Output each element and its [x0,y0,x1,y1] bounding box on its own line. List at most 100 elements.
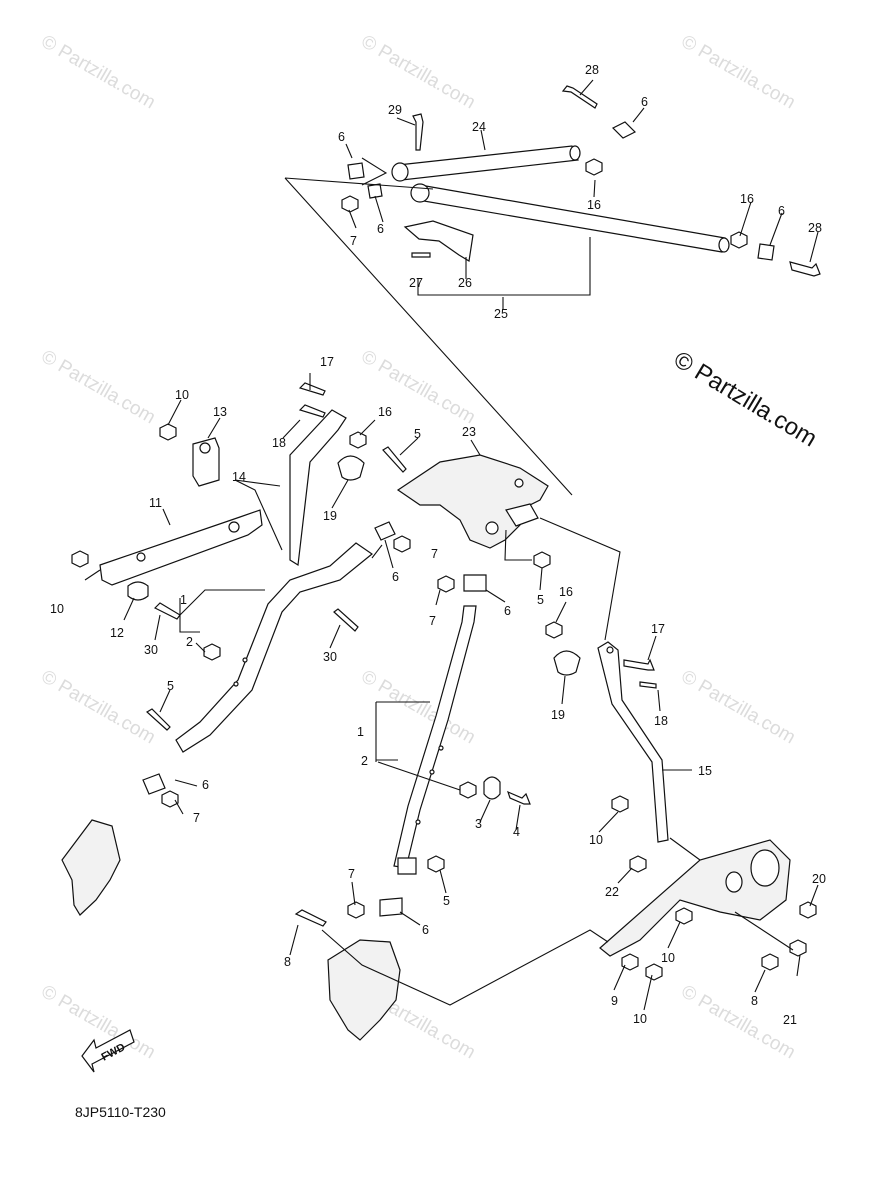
bolt-18[interactable] [298,404,326,418]
callout-25: 25 [494,307,508,321]
clamp-19[interactable] [553,650,581,676]
bolt-17[interactable] [623,658,655,671]
bolt-30[interactable] [153,602,181,620]
callout-7: 7 [429,614,436,628]
callout-triangle [284,177,573,496]
watermark: © Partzilla.com [38,31,159,113]
leader-lines-frame [289,924,609,1006]
callout-5: 5 [537,593,544,607]
callout-12: 12 [110,626,124,640]
leader-lines-left [84,373,419,649]
leader-lines-15 [555,601,701,861]
bolt-8[interactable] [761,953,779,971]
watermark: © Partzilla.com [38,346,159,428]
bolt-18[interactable] [639,681,657,689]
frame-pieces [61,819,609,1041]
bolt-20[interactable] [799,901,817,919]
nut-10[interactable] [71,550,89,568]
nut-5[interactable] [533,551,551,569]
grommet-2[interactable] [459,781,477,799]
callout-7: 7 [348,867,355,881]
bar-24-end [391,162,409,182]
watermark: © Partzilla.com [678,981,799,1063]
nut-7[interactable] [437,575,455,593]
callout-21: 21 [783,1013,797,1027]
bolt-5[interactable] [382,446,407,473]
callout-22: 22 [605,885,619,899]
clamp-12[interactable] [127,581,149,601]
callout-5: 5 [443,894,450,908]
bolt-5[interactable] [427,855,445,873]
nut-16[interactable] [545,621,563,639]
hole [750,849,780,887]
bracket-26[interactable] [403,220,474,262]
callout-17: 17 [320,355,334,369]
bracket-13[interactable] [192,437,220,487]
callout-10: 10 [589,833,603,847]
bracket-23-tab[interactable] [505,503,539,527]
callout-20: 20 [812,872,826,886]
bolt-29[interactable] [412,113,424,151]
nut-22[interactable] [629,855,647,873]
nut-10[interactable] [159,423,177,441]
bolt-17[interactable] [298,382,326,396]
nut-7[interactable] [347,901,365,919]
callout-labels: 28 6 29 24 6 16 7 6 16 6 28 27 26 25 17 … [50,63,826,1027]
clamp-6[interactable] [379,897,403,917]
bolt-28[interactable] [789,261,821,277]
clamp-6[interactable] [463,574,487,592]
bar-assembly-top [284,79,821,496]
washer-9[interactable] [621,953,639,971]
clamp-6[interactable] [757,243,775,261]
bracket-15[interactable] [597,641,669,843]
callout-7: 7 [193,811,200,825]
grommet-2[interactable] [203,643,221,661]
clamp-6[interactable] [142,773,166,795]
screw-27[interactable] [411,252,431,258]
watermark: © Partzilla.com [678,31,799,113]
bracket-14[interactable] [289,409,347,567]
tube-1-left[interactable] [175,542,374,753]
clamp-6[interactable] [347,162,365,180]
callout-16: 16 [740,192,754,206]
nut-16[interactable] [730,231,748,249]
clamp-6[interactable] [611,121,637,139]
bolt-30[interactable] [333,608,359,632]
watermark: © Partzilla.com [358,31,479,113]
bolt-8[interactable] [294,909,327,927]
watermark: © Partzilla.com [38,666,159,748]
callout-6: 6 [422,923,429,937]
nut-7[interactable] [341,195,359,213]
nut-16[interactable] [585,158,603,176]
bolt-4[interactable] [507,790,531,805]
callout-2: 2 [186,635,193,649]
bolt-21[interactable] [789,939,807,957]
clamp-6[interactable] [397,857,417,875]
hole [233,681,239,687]
nut-16[interactable] [349,431,367,449]
bolt-28[interactable] [561,85,598,109]
clamp-6[interactable] [374,521,396,541]
bracket-23[interactable] [396,454,549,549]
clamp-6[interactable] [367,183,383,199]
hole [136,552,146,562]
callout-16: 16 [559,585,573,599]
callout-16: 16 [378,405,392,419]
nut-10[interactable] [645,963,663,981]
bracket-11[interactable] [99,509,263,586]
clamp-19[interactable] [337,455,365,481]
bar-24[interactable] [397,145,579,181]
nut-10[interactable] [611,795,629,813]
bolt-5[interactable] [145,708,171,731]
nut-7[interactable] [161,790,179,808]
nut-7[interactable] [393,535,411,553]
nut-10[interactable] [675,907,693,925]
bracket-22[interactable] [599,839,791,957]
callout-10: 10 [50,602,64,616]
clip-3[interactable] [483,776,501,800]
callout-11: 11 [149,496,162,510]
watermark: © Partzilla.com [678,666,799,748]
leader-lines-lower-right [613,867,819,1011]
tube-1-left-group [142,521,411,815]
callout-10: 10 [175,388,189,402]
